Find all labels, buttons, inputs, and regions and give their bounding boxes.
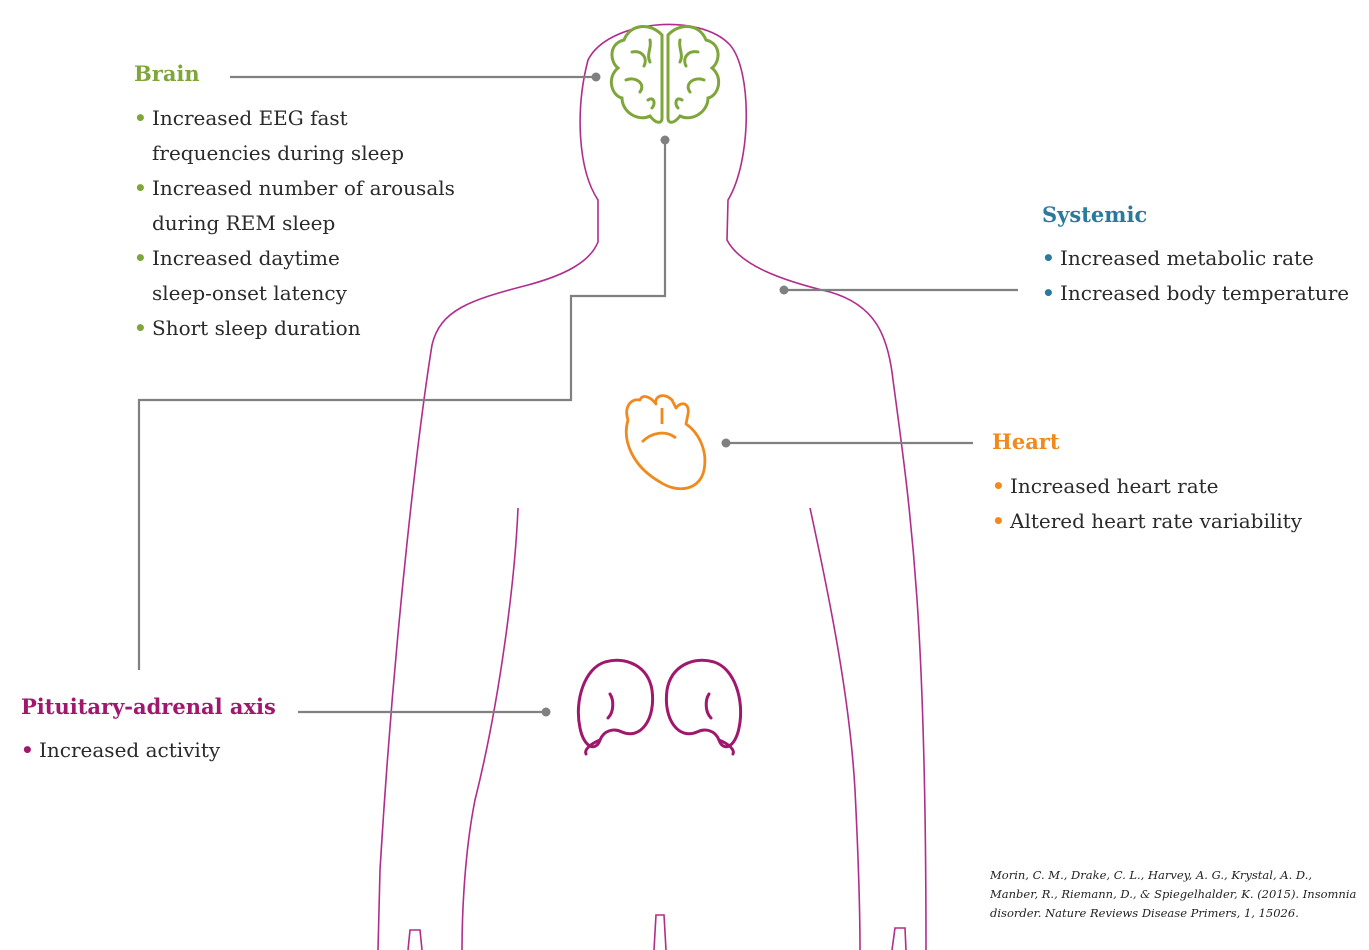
- brain-title: Brain: [134, 61, 200, 86]
- left-inner-arm: [462, 508, 518, 950]
- systemic-title: Systemic: [1042, 202, 1147, 227]
- list-item: •Increased metabolic rate: [1042, 241, 1349, 276]
- heart-icon: [626, 396, 705, 489]
- list-item: •Increased number of arousals during REM…: [134, 171, 455, 241]
- heart-dot: [722, 439, 731, 448]
- leg-gap: [654, 915, 666, 950]
- heart-title: Heart: [992, 429, 1060, 454]
- body-outline: [378, 24, 926, 950]
- right-hand: [892, 928, 906, 950]
- citation: Morin, C. M., Drake, C. L., Harvey, A. G…: [990, 866, 1369, 923]
- list-item: •Short sleep duration: [134, 311, 455, 346]
- list-item: •Increased daytime sleep-onset latency: [134, 241, 455, 311]
- pituitary-effects-list: •Increased activity: [21, 733, 220, 768]
- list-item: •Increased body temperature: [1042, 276, 1349, 311]
- list-item: •Increased EEG fast frequencies during s…: [134, 101, 455, 171]
- brain-icon: [611, 26, 718, 122]
- heart-effects-list: •Increased heart rate •Altered heart rat…: [992, 469, 1302, 539]
- pituitary-dot: [542, 708, 551, 717]
- list-item: •Increased heart rate: [992, 469, 1302, 504]
- pituitary-adrenal-title: Pituitary-adrenal axis: [21, 694, 276, 719]
- kidneys-icon: [578, 660, 740, 754]
- brain-dot: [592, 73, 601, 82]
- brain-effects-list: •Increased EEG fast frequencies during s…: [134, 101, 455, 346]
- brain-stem-dot: [661, 136, 670, 145]
- systemic-effects-list: •Increased metabolic rate •Increased bod…: [1042, 241, 1349, 311]
- list-item: •Increased activity: [21, 733, 220, 768]
- left-hand: [408, 930, 422, 950]
- list-item: •Altered heart rate variability: [992, 504, 1302, 539]
- right-inner-arm: [810, 508, 860, 950]
- systemic-dot: [780, 286, 789, 295]
